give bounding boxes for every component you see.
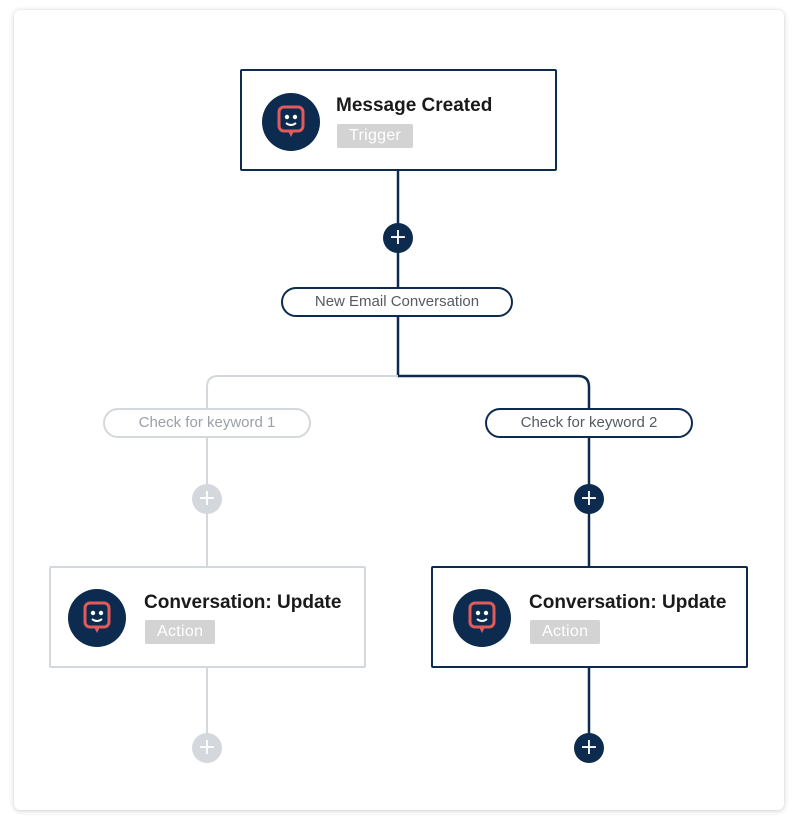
- branch-1-action-card[interactable]: Conversation: Update Action: [49, 566, 366, 668]
- root-condition-pill[interactable]: New Email Conversation: [281, 287, 513, 317]
- chat-bot-icon: [453, 589, 511, 647]
- trigger-card[interactable]: Message Created Trigger: [240, 69, 557, 171]
- branch-2-action-title: Conversation: Update: [529, 592, 727, 613]
- branch-2-action-card[interactable]: Conversation: Update Action: [431, 566, 748, 668]
- add-step-button-branch-2-bottom[interactable]: +: [574, 733, 604, 763]
- branch-2-condition-pill[interactable]: Check for keyword 2: [485, 408, 693, 438]
- branch-1-action-title: Conversation: Update: [144, 592, 342, 613]
- chat-bot-icon: [262, 93, 320, 151]
- chat-bot-icon: [68, 589, 126, 647]
- connector-to-branch-1: [206, 375, 398, 409]
- branch-1-action-badge: Action: [145, 620, 216, 644]
- add-step-button-branch-2[interactable]: +: [574, 484, 604, 514]
- trigger-badge: Trigger: [337, 124, 414, 148]
- branch-2-action-badge: Action: [530, 620, 601, 644]
- branch-1-condition-pill[interactable]: Check for keyword 1: [103, 408, 311, 438]
- add-step-button-branch-1[interactable]: +: [192, 484, 222, 514]
- connector-to-branch-2: [396, 316, 591, 409]
- add-step-button-branch-1-bottom[interactable]: +: [192, 733, 222, 763]
- trigger-title: Message Created: [336, 95, 493, 116]
- add-step-button-1[interactable]: +: [383, 223, 413, 253]
